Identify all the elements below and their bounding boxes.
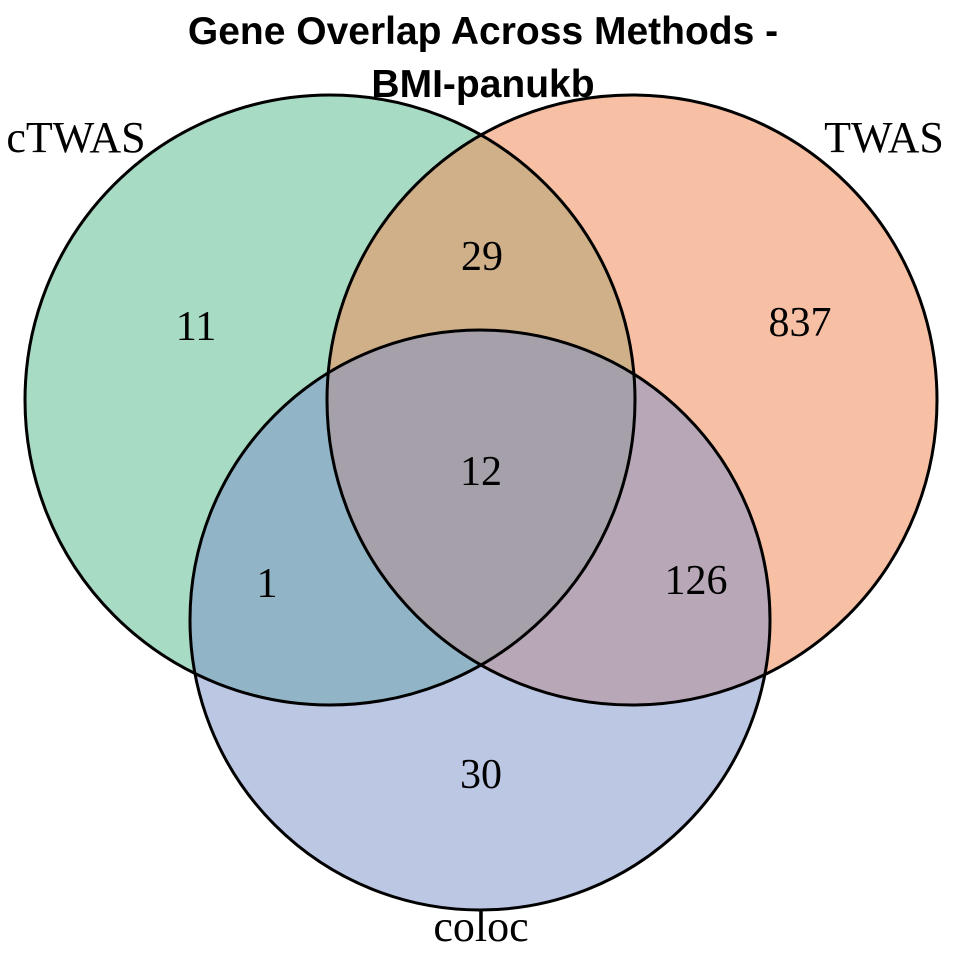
chart-title-line2: BMI-panukb	[371, 63, 594, 106]
region-count-twas-only: 837	[769, 300, 832, 346]
coloc-circle-outline	[188, 328, 772, 912]
ctwas-circle-outline	[23, 93, 637, 707]
region-count-twas-coloc: 126	[665, 558, 728, 604]
set-label-ctwas: cTWAS	[6, 113, 145, 162]
coloc-circle-fill	[190, 330, 770, 910]
twas-circle-outline	[325, 93, 939, 707]
region-count-all-three: 12	[460, 449, 502, 495]
region-count-ctwas-twas: 29	[461, 234, 503, 280]
chart-title-line1: Gene Overlap Across Methods -	[188, 10, 778, 53]
region-count-coloc-only: 30	[460, 752, 502, 798]
region-count-ctwas-coloc: 1	[257, 561, 278, 607]
region-count-ctwas-only: 11	[176, 304, 216, 350]
set-label-coloc: coloc	[433, 902, 528, 951]
set-label-twas: TWAS	[824, 113, 944, 162]
